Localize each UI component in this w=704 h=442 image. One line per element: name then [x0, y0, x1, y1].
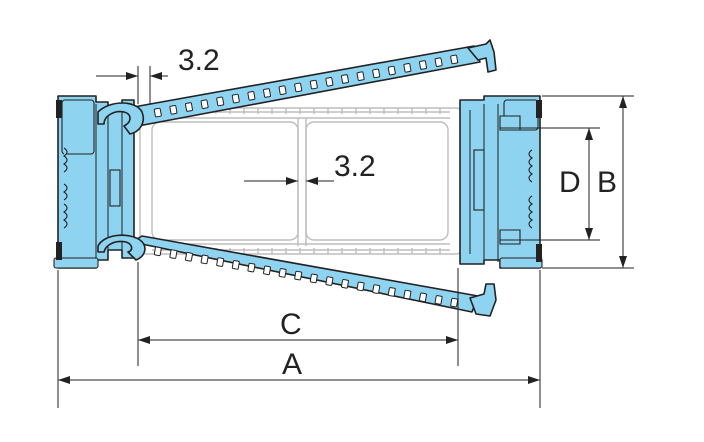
- dimension-d: D: [500, 127, 600, 241]
- dimension-c: C: [137, 262, 459, 366]
- lower-opened-crossbar: [97, 234, 497, 317]
- closed-crossbar-ghost: [139, 107, 463, 255]
- dimension-label-d: D: [559, 166, 581, 199]
- right-side-plate: [459, 95, 543, 269]
- left-side-plate: [53, 95, 135, 269]
- dimension-label-top-offset: 3.2: [178, 44, 220, 77]
- upper-opened-crossbar: [97, 39, 497, 135]
- dimension-label-a: A: [282, 348, 302, 381]
- dimension-b: B: [542, 95, 634, 269]
- dimension-label-b: B: [597, 166, 617, 199]
- dimension-label-inner-gap: 3.2: [334, 150, 376, 183]
- dimension-top-offset: 3.2: [96, 44, 220, 104]
- dimension-inner-gap: 3.2: [244, 150, 376, 185]
- dimension-a: A: [57, 270, 541, 408]
- dimension-label-c: C: [280, 308, 302, 341]
